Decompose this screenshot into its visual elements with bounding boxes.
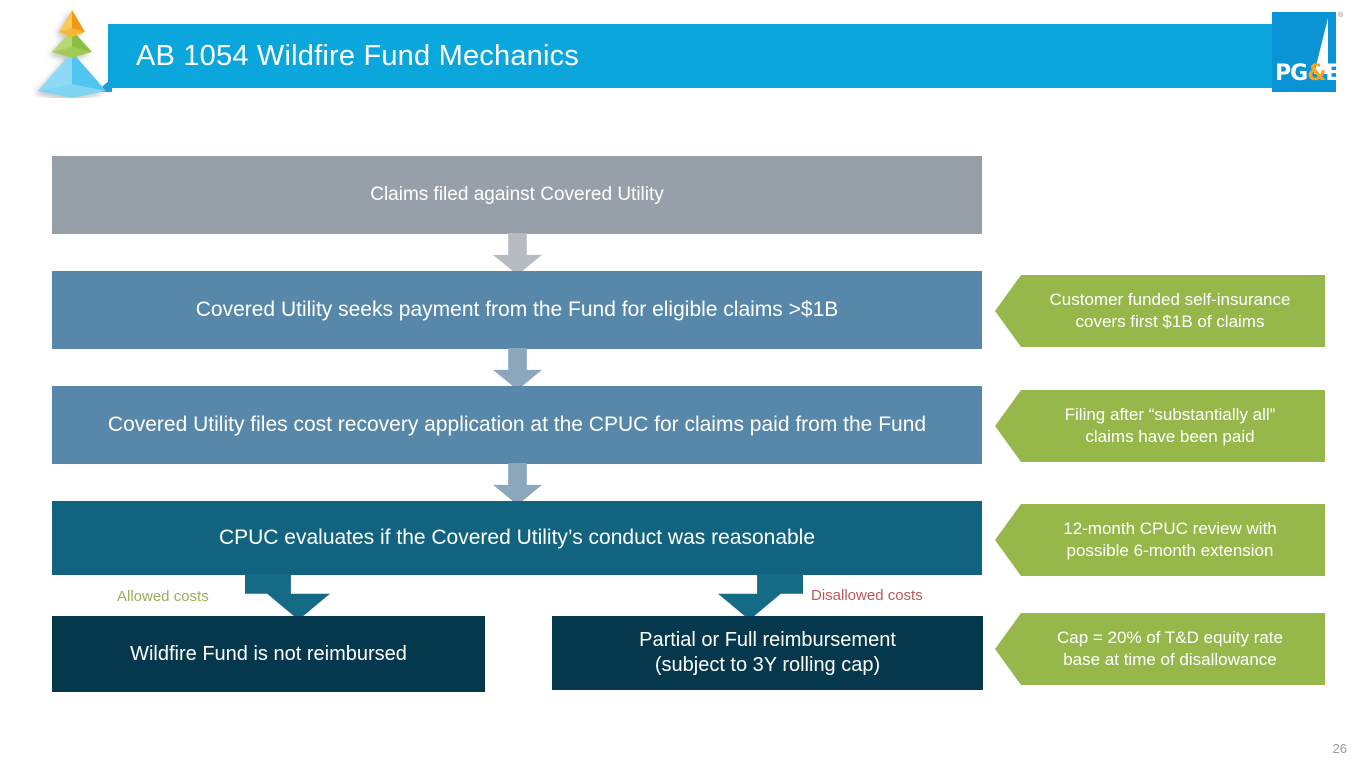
header-band: [108, 24, 1290, 88]
callout-self-insurance-line1: Customer funded self-insurance: [1049, 289, 1291, 309]
flow-outcome-partial-or-full-line2: (subject to 3Y rolling cap): [654, 654, 881, 676]
page-title: AB 1054 Wildfire Fund Mechanics: [136, 40, 580, 72]
callout-cap-definition-line2: base at time of disallowance: [1063, 650, 1277, 669]
flow-step-cpuc-evaluates: CPUC evaluates if the Covered Utility’s …: [52, 501, 982, 575]
flow-outcome-not-reimbursed-label: Wildfire Fund is not reimbursed: [130, 642, 407, 665]
flow-step-cpuc-evaluates-label: CPUC evaluates if the Covered Utility’s …: [218, 525, 816, 549]
branch-label-allowed-costs: Allowed costs: [117, 588, 209, 605]
flow-step-claims-label: Claims filed against Covered Utility: [370, 184, 664, 206]
flow-arrow-allowed-branch-icon: [245, 574, 330, 620]
flow-step-files-application: Covered Utility files cost recovery appl…: [52, 386, 982, 464]
pyramid-icon: [16, 6, 128, 98]
flow-outcome-partial-or-full-line1: Partial or Full reimbursement: [639, 629, 896, 651]
callout-cpuc-review-window-line2: possible 6-month extension: [1066, 541, 1274, 560]
flow-step-seeks-payment: Covered Utility seeks payment from the F…: [52, 271, 982, 349]
page-number: 26: [1332, 741, 1347, 756]
callout-cap-definition-line1: Cap = 20% of T&D equity rate: [1056, 627, 1283, 647]
branch-label-disallowed-costs: Disallowed costs: [811, 587, 923, 604]
flow-arrow-claims-to-seeks-icon: [493, 233, 542, 275]
pge-logo-e: E: [1325, 61, 1340, 86]
callout-self-insurance-line2: covers first $1B of claims: [1075, 312, 1265, 331]
flow-arrow-disallowed-branch-icon: [718, 574, 803, 620]
flow-outcome-not-reimbursed: Wildfire Fund is not reimbursed: [52, 616, 485, 692]
flow-step-seeks-payment-label: Covered Utility seeks payment from the F…: [195, 297, 839, 321]
registered-trademark-mark: ®: [1338, 12, 1344, 19]
callout-filing-timing: Filing after “substantially all” claims …: [995, 390, 1325, 462]
flow-outcome-partial-or-full: Partial or Full reimbursement (subject t…: [552, 616, 983, 690]
callout-self-insurance: Customer funded self-insurance covers fi…: [995, 275, 1325, 347]
callout-cpuc-review-window-line1: 12-month CPUC review with: [1063, 518, 1277, 538]
flow-step-files-application-label: Covered Utility files cost recovery appl…: [107, 412, 927, 436]
callout-cap-definition: Cap = 20% of T&D equity rate base at tim…: [995, 613, 1325, 685]
flow-step-claims: Claims filed against Covered Utility: [52, 156, 982, 234]
callout-filing-timing-line2: claims have been paid: [1085, 427, 1255, 446]
pge-logo-pg: PG: [1275, 61, 1308, 86]
pge-logo-wordmark: PG&E: [1275, 61, 1340, 86]
pge-logo-ampersand: &: [1307, 61, 1326, 86]
flow-arrow-files-to-cpuc-icon: [493, 463, 542, 505]
callout-cpuc-review-window: 12-month CPUC review with possible 6-mon…: [995, 504, 1325, 576]
callout-filing-timing-line1: Filing after “substantially all”: [1064, 404, 1276, 424]
pge-logo: PG&E: [1272, 12, 1340, 92]
flow-arrow-seeks-to-files-icon: [493, 348, 542, 390]
